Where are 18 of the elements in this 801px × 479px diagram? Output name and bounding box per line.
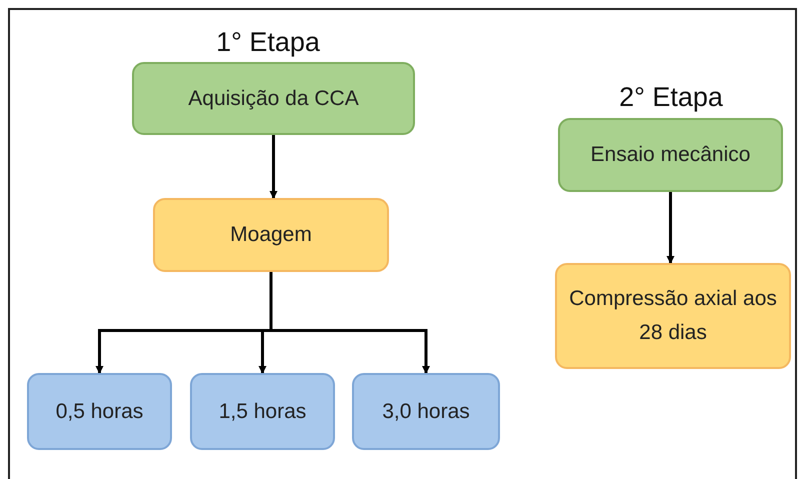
process-box <box>190 373 335 450</box>
box-text: 1,5 horas <box>218 398 306 424</box>
process-box <box>555 263 791 369</box>
box-text: 3,0 horas <box>382 398 470 424</box>
stage-heading: 1° Etapa <box>216 26 320 59</box>
process-box <box>132 62 415 135</box>
box-text: Ensaio mecânico <box>590 142 750 168</box>
arrow <box>270 135 278 199</box>
process-box <box>352 373 500 450</box>
box-text: Compressão axial aos 28 dias <box>569 286 777 346</box>
process-box <box>558 118 783 192</box>
box-text: Aquisição da CCA <box>188 86 359 112</box>
process-box <box>153 198 389 272</box>
process-box <box>27 373 172 450</box>
box-text: 0,5 horas <box>56 398 144 424</box>
box-text: Moagem <box>230 222 312 248</box>
stage-heading: 2° Etapa <box>619 80 723 114</box>
arrow <box>666 192 674 264</box>
